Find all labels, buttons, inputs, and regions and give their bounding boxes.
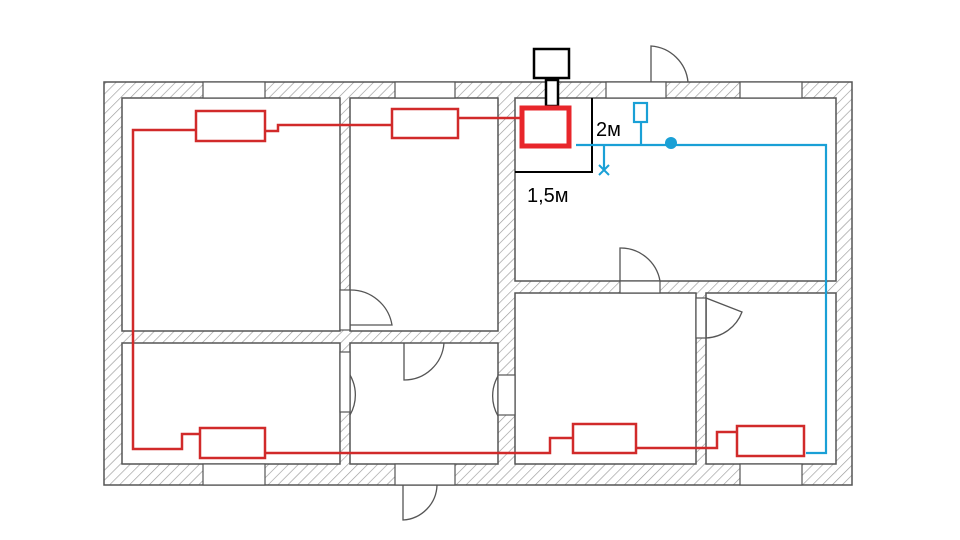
door-small-room [705, 297, 743, 339]
door-entrance-bottom [402, 484, 438, 521]
wall-openings [202, 81, 803, 486]
radiators [194, 107, 806, 460]
water-pipes [576, 122, 828, 455]
pipe-length-short-label: 2м [596, 119, 621, 141]
door-bath-top [403, 342, 445, 381]
pipe-length-long-label: 1,5м [527, 185, 569, 207]
doors [349, 45, 743, 521]
flue-pipe [544, 78, 560, 108]
door-bath-left [349, 374, 357, 416]
radiator-1 [194, 109, 267, 143]
door-kitchen [619, 247, 661, 282]
boiler [519, 105, 572, 149]
door-entrance-top [650, 45, 689, 83]
door-bath-right [491, 375, 499, 417]
radiator-3 [198, 426, 267, 460]
door-bedroom-2 [349, 289, 393, 326]
boiler-partition [515, 98, 593, 173]
water-outlet-cross [598, 164, 610, 176]
chimney [532, 47, 571, 108]
chimney-box [532, 47, 571, 80]
heating-pipes [131, 116, 737, 455]
walls [103, 81, 853, 486]
water-meter [665, 137, 677, 149]
radiator-2 [390, 107, 460, 140]
water-tap [632, 101, 649, 124]
water-fixtures [598, 101, 677, 176]
radiator-4 [571, 422, 638, 455]
radiator-5 [735, 424, 806, 458]
